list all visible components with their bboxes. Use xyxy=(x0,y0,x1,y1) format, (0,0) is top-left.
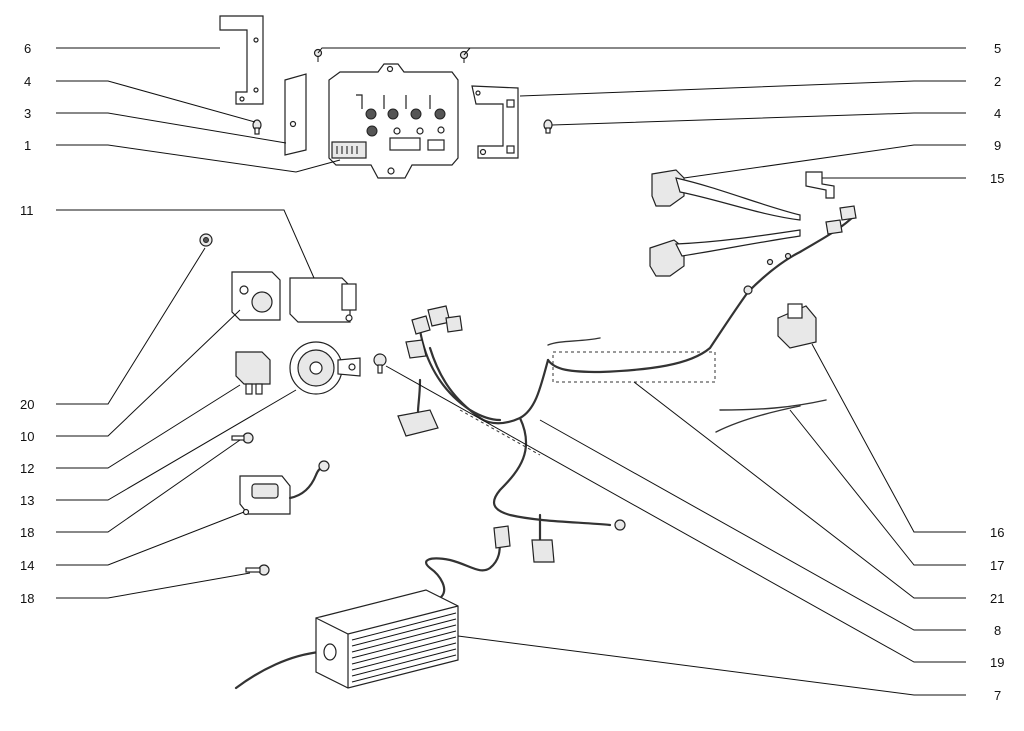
callout-12: 12 xyxy=(20,461,34,476)
callout-15: 15 xyxy=(990,171,1004,186)
part-13-horn xyxy=(289,341,361,395)
callout-7: 7 xyxy=(994,688,1001,703)
part-18-bolt-lower xyxy=(245,564,270,576)
part-6-bracket xyxy=(219,15,264,105)
part-12-relay xyxy=(235,351,271,395)
callout-18-upper: 18 xyxy=(20,525,34,540)
part-9-throttle xyxy=(649,169,801,277)
callout-labels-right: 5 2 4 9 15 16 17 21 8 19 7 xyxy=(990,41,1004,703)
part-14-switch xyxy=(239,460,330,516)
part-11-module-box xyxy=(289,277,357,323)
callout-17: 17 xyxy=(990,558,1004,573)
part-18-bolt-upper xyxy=(231,432,254,444)
callout-9: 9 xyxy=(994,138,1001,153)
part-7-charger xyxy=(234,525,511,690)
callout-1: 1 xyxy=(24,138,31,153)
callout-3: 3 xyxy=(24,106,31,121)
part-4-bolt-right xyxy=(543,119,553,134)
callout-4-right: 4 xyxy=(994,106,1001,121)
callout-14: 14 xyxy=(20,558,34,573)
part-5-screw xyxy=(313,48,469,63)
part-20-grommet xyxy=(199,233,213,247)
leader-lines xyxy=(56,47,966,696)
part-4-bolt-left xyxy=(252,119,262,135)
callout-2: 2 xyxy=(994,74,1001,89)
callout-20: 20 xyxy=(20,397,34,412)
part-3-bracket xyxy=(284,73,307,156)
callout-11: 11 xyxy=(20,203,34,218)
part-2-bracket xyxy=(471,85,519,159)
part-21-wiring-harness xyxy=(397,205,857,563)
part-1-controller xyxy=(328,63,459,179)
callout-8: 8 xyxy=(994,623,1001,638)
callout-labels-left: 6 4 3 1 11 20 10 12 13 18 14 18 xyxy=(20,41,34,606)
callout-10: 10 xyxy=(20,429,34,444)
part-17-wire-lead xyxy=(715,399,827,433)
callout-21: 21 xyxy=(990,591,1004,606)
callout-18-lower: 18 xyxy=(20,591,34,606)
part-16-connector xyxy=(777,303,817,349)
callout-19: 19 xyxy=(990,655,1004,670)
part-10-relay-bracket xyxy=(231,271,281,321)
charger-fins xyxy=(351,612,457,683)
callout-6: 6 xyxy=(24,41,31,56)
controller-terminals xyxy=(356,94,446,137)
callout-5: 5 xyxy=(994,41,1001,56)
callout-4-left: 4 xyxy=(24,74,31,89)
part-8-knob xyxy=(373,353,387,374)
callout-13: 13 xyxy=(20,493,34,508)
part-15-clip xyxy=(805,171,835,199)
callout-16: 16 xyxy=(990,525,1004,540)
